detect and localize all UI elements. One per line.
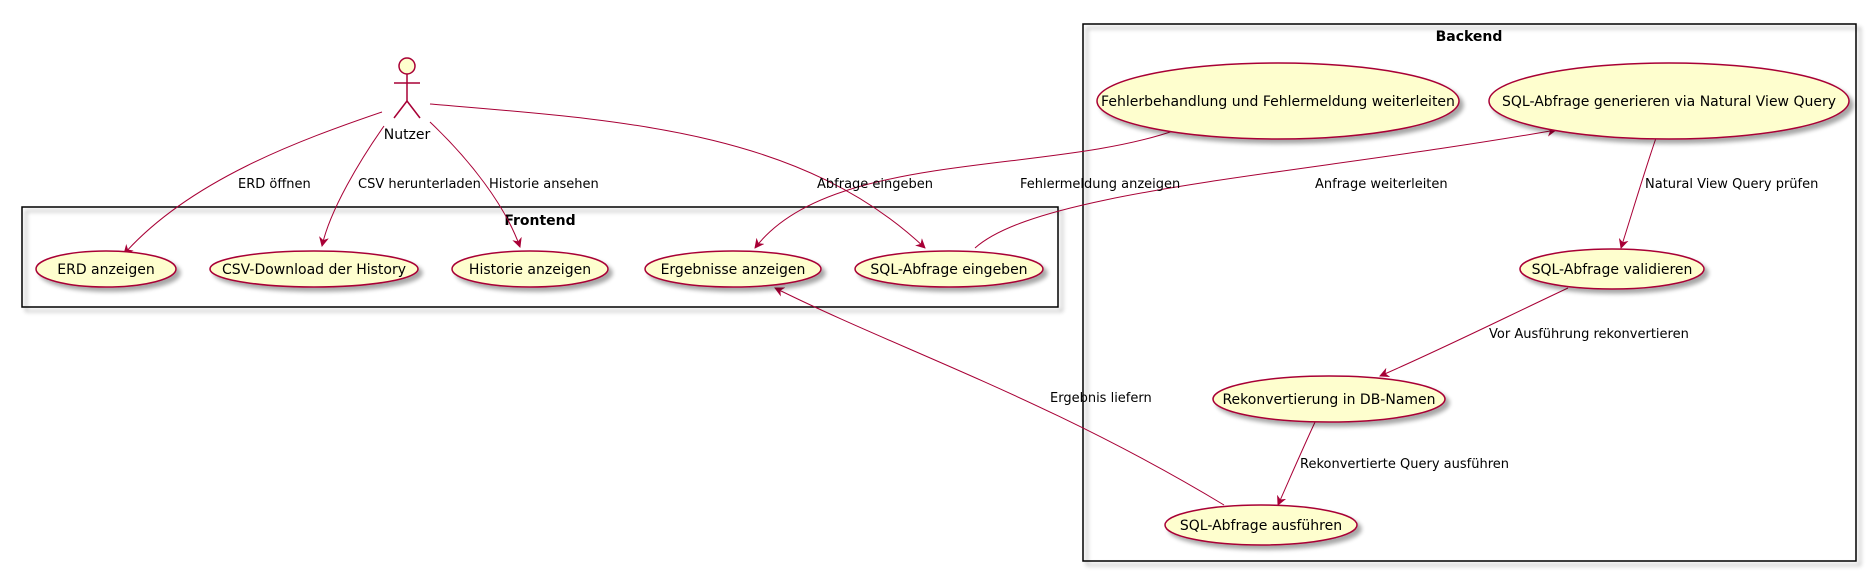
usecase-shape	[1519, 248, 1705, 290]
label-abfrage-eingeben: Abfrage eingeben	[817, 177, 933, 192]
backend-title: Backend	[1436, 29, 1503, 45]
label-anfrage-weiterleiten: Anfrage weiterleiten	[1315, 177, 1448, 192]
actor-right-leg	[406, 100, 421, 119]
backend-box	[1082, 23, 1857, 562]
usecase-shape	[1488, 62, 1850, 140]
usecase-fehlerbehandlung[interactable]: Fehlerbehandlung und Fehlermeldung weite…	[1096, 62, 1460, 140]
usecase-shape	[1164, 504, 1358, 546]
edge-abfrage-eingeben	[429, 103, 926, 249]
label-erd-oeffnen: ERD öffnen	[238, 177, 311, 192]
usecase-label: Rekonvertierung in DB-Namen	[1222, 392, 1435, 408]
label-rekonvertierte-query: Rekonvertierte Query ausführen	[1300, 457, 1509, 472]
usecase-shape	[35, 250, 177, 288]
edges	[123, 103, 1657, 506]
usecase-label: ERD anzeigen	[57, 262, 154, 278]
label-nvq-pruefen: Natural View Query prüfen	[1645, 177, 1818, 192]
usecase-label: SQL-Abfrage eingeben	[870, 262, 1027, 278]
label-csv-herunterladen: CSV herunterladen	[358, 177, 481, 192]
label-fehlermeldung-anzeigen: Fehlermeldung anzeigen	[1020, 177, 1180, 192]
usecase-shape	[1096, 62, 1460, 140]
usecase-label: SQL-Abfrage ausführen	[1180, 518, 1342, 534]
usecase-shape	[644, 250, 822, 288]
frontend-title: Frontend	[504, 213, 575, 229]
usecase-shape	[854, 250, 1044, 288]
label-vor-ausfuehrung: Vor Ausführung rekonvertieren	[1489, 327, 1689, 342]
usecase-label: SQL-Abfrage generieren via Natural View …	[1502, 94, 1836, 110]
actor-head	[398, 57, 416, 75]
usecase-ergebnisse-anzeigen[interactable]: Ergebnisse anzeigen	[644, 250, 822, 288]
usecase-sql-ausfuehren[interactable]: SQL-Abfrage ausführen	[1164, 504, 1358, 546]
edge-csv-herunterladen	[319, 125, 385, 247]
usecase-erd-anzeigen[interactable]: ERD anzeigen	[35, 250, 177, 288]
usecase-sql-abfrage-eingeben[interactable]: SQL-Abfrage eingeben	[854, 250, 1044, 288]
usecase-sql-validieren[interactable]: SQL-Abfrage validieren	[1519, 248, 1705, 290]
frontend-package: Frontend	[21, 206, 1059, 308]
backend-package: Backend	[1082, 23, 1857, 562]
usecase-label: Historie anzeigen	[469, 262, 591, 278]
label-ergebnis-liefern: Ergebnis liefern	[1050, 391, 1152, 406]
edge-fehlermeldung-anzeigen	[754, 129, 1177, 249]
actor-left-leg	[393, 100, 408, 119]
edge-ergebnis-liefern	[774, 287, 1225, 506]
edge-nvq-pruefen	[1618, 137, 1657, 249]
frontend-box	[21, 206, 1059, 308]
usecase-rekonvertierung[interactable]: Rekonvertierung in DB-Namen	[1212, 375, 1446, 423]
usecase-label: SQL-Abfrage validieren	[1532, 262, 1693, 278]
label-historie-ansehen: Historie ansehen	[489, 177, 599, 192]
edge-rekonvertierte-query	[1277, 419, 1317, 506]
actor-label: Nutzer	[384, 127, 431, 143]
usecase-label: Fehlerbehandlung und Fehlermeldung weite…	[1101, 94, 1455, 110]
usecase-csv-download[interactable]: CSV-Download der History	[209, 250, 419, 288]
edge-anfrage-weiterleiten	[974, 126, 1557, 249]
edge-erd-oeffnen	[123, 111, 383, 255]
usecase-label: CSV-Download der History	[222, 262, 406, 278]
edge-historie-ansehen	[429, 121, 522, 248]
usecase-label: Ergebnisse anzeigen	[661, 262, 806, 278]
usecase-shape	[1212, 375, 1446, 423]
edge-labels: ERD öffnen CSV herunterladen Historie an…	[238, 177, 1818, 472]
usecase-sql-generieren[interactable]: SQL-Abfrage generieren via Natural View …	[1488, 62, 1850, 140]
usecase-historie-anzeigen[interactable]: Historie anzeigen	[451, 250, 609, 288]
edge-vor-ausfuehrung	[1379, 287, 1569, 378]
actor-nutzer[interactable]	[393, 57, 421, 119]
usecase-shape	[451, 250, 609, 288]
usecase-shape	[209, 250, 419, 288]
